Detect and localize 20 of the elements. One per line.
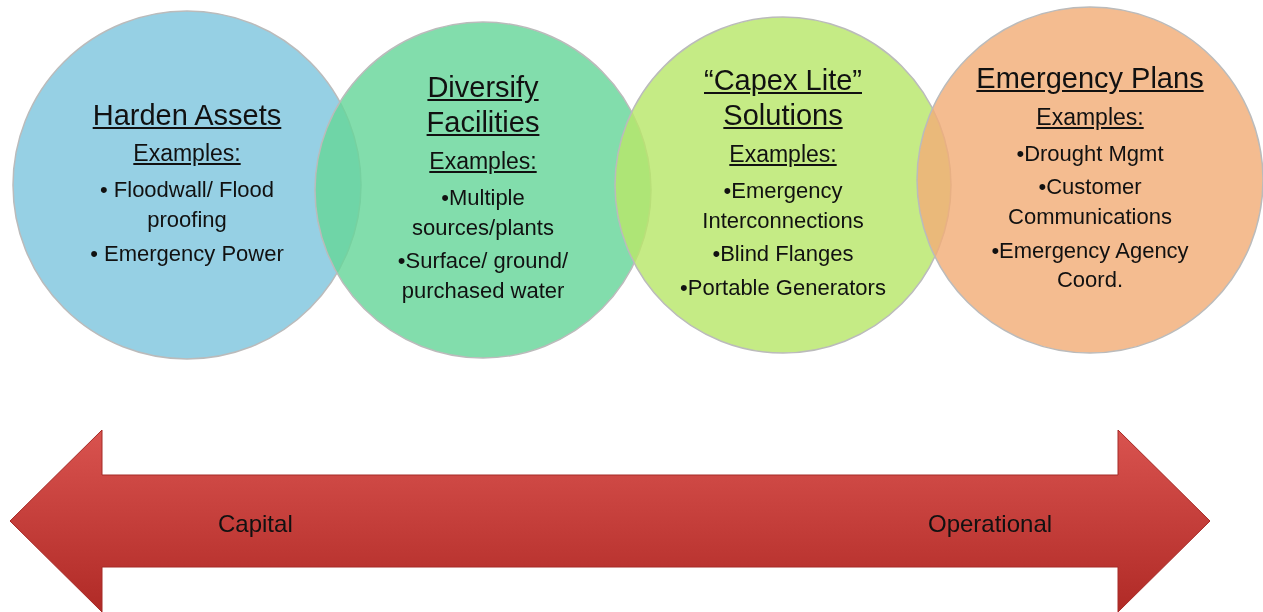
examples-label: Examples: [729, 140, 837, 168]
examples-label: Examples: [429, 147, 537, 175]
bullet-item: •Emergency Agency Coord. [990, 236, 1190, 295]
heading: Emergency Plans [976, 60, 1204, 96]
examples-label: Examples: [1036, 103, 1144, 131]
bullet-item: •Portable Generators [680, 274, 886, 302]
bullet-item: •Multiple sources/plants [411, 183, 555, 242]
bullet-item: •Surface/ ground/ purchased water [396, 247, 570, 305]
bullet-item: •Customer Communications [1007, 173, 1173, 232]
arrow-label: Capital [218, 510, 293, 538]
bullet-item: • Emergency Power [90, 239, 284, 268]
examples-label: Examples: [133, 140, 241, 168]
bullet-item: •Emergency Interconnections [701, 176, 865, 235]
heading: “Capex Lite” Solutions [703, 63, 863, 133]
bullet-item: •Blind Flanges [712, 240, 854, 269]
arrow-label: Operational [928, 510, 1053, 538]
heading: Harden Assets [92, 97, 282, 133]
heading: Diversify Facilities [425, 70, 541, 140]
bullet-item: •Drought Mgmt [1016, 139, 1164, 168]
bullet-item: • Floodwall/ Flood proofing [99, 176, 275, 235]
